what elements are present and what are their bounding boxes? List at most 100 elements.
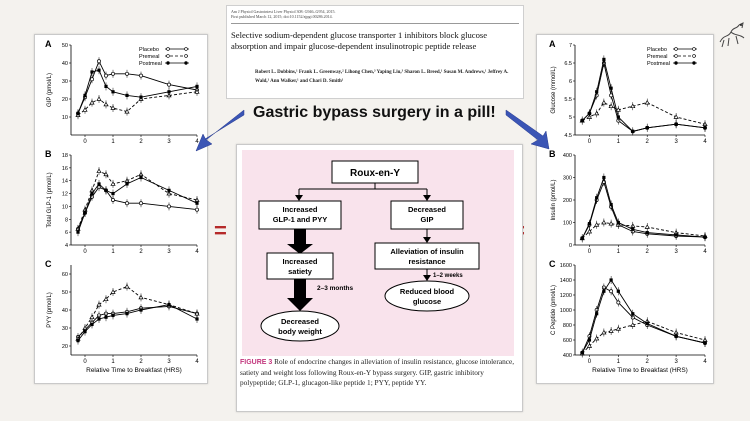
data-point-postmeal xyxy=(76,339,80,343)
data-point-postmeal xyxy=(703,126,707,130)
figure-caption: FIGURE 3 Role of endocrine changes in al… xyxy=(240,357,518,388)
legend-marker xyxy=(692,47,696,51)
data-point-premeal xyxy=(608,103,614,109)
data-point-postmeal xyxy=(645,321,649,326)
x-tick-label: 4 xyxy=(703,359,707,365)
right-arrow-icon xyxy=(505,109,550,150)
journal-line: Am J Physiol Gastrointest Liver Physiol … xyxy=(231,9,336,14)
y-tick-label: 6.5 xyxy=(564,61,572,67)
box-glp1-pyy xyxy=(258,200,342,230)
y-axis-label: GIP (pmol/L) xyxy=(47,73,53,107)
data-point-postmeal xyxy=(674,122,678,126)
data-point-premeal xyxy=(594,110,600,116)
data-point-postmeal xyxy=(602,57,606,61)
y-tick-label: 200 xyxy=(563,198,572,204)
data-point-premeal xyxy=(615,107,621,112)
data-point-postmeal xyxy=(616,289,620,293)
data-point-premeal xyxy=(124,283,130,289)
data-point-premeal xyxy=(601,99,607,105)
y-tick-label: 10 xyxy=(62,115,68,121)
y-tick-label: 30 xyxy=(62,326,68,332)
data-point-premeal xyxy=(103,296,109,302)
y-tick-label: 300 xyxy=(563,176,572,182)
figure-label: FIGURE 3 xyxy=(240,359,273,366)
data-point-premeal xyxy=(82,107,88,112)
data-point-postmeal xyxy=(167,90,171,94)
data-point-premeal xyxy=(96,168,102,173)
legend-marker xyxy=(166,47,170,51)
data-point-postmeal xyxy=(83,330,87,334)
legend-label: Placebo xyxy=(647,47,667,53)
y-tick-label: 5.5 xyxy=(564,97,572,103)
data-point-postmeal xyxy=(587,222,592,226)
legend-label: Placebo xyxy=(139,47,159,53)
series-line-premeal xyxy=(77,91,198,116)
data-point-postmeal xyxy=(602,175,606,180)
data-point-placebo xyxy=(139,73,143,78)
legend-label: Premeal xyxy=(139,54,159,60)
data-point-placebo xyxy=(111,71,115,76)
data-point-postmeal xyxy=(111,90,115,94)
y-tick-label: 8 xyxy=(65,217,68,223)
panel-letter: C xyxy=(549,259,556,269)
data-point-postmeal xyxy=(595,312,599,316)
legend-marker xyxy=(674,47,678,51)
x-axis-label: Relative Time to Breakfast (HRS) xyxy=(86,367,182,374)
data-point-premeal xyxy=(194,89,200,94)
data-point-postmeal xyxy=(111,313,115,317)
y-tick-label: 14 xyxy=(62,179,68,185)
data-point-postmeal xyxy=(587,338,592,342)
data-point-placebo xyxy=(90,77,94,82)
y-tick-label: 50 xyxy=(62,290,68,296)
data-point-postmeal xyxy=(609,202,613,207)
data-point-placebo xyxy=(609,289,614,294)
arrow-down-icon xyxy=(287,244,313,254)
x-tick-label: 0 xyxy=(588,249,592,255)
data-point-premeal xyxy=(138,294,144,300)
data-point-placebo xyxy=(139,201,143,206)
x-tick-label: 2 xyxy=(646,139,650,145)
y-tick-label: 0 xyxy=(569,243,572,249)
data-point-postmeal xyxy=(580,236,584,240)
data-point-postmeal xyxy=(167,303,171,307)
box-alleviation xyxy=(374,242,480,270)
x-tick-label: 2 xyxy=(139,249,143,255)
data-point-postmeal xyxy=(595,196,599,200)
data-point-premeal xyxy=(601,219,607,225)
data-point-postmeal xyxy=(645,231,649,235)
data-point-postmeal xyxy=(587,111,592,115)
data-point-postmeal xyxy=(83,211,87,215)
y-tick-label: 400 xyxy=(563,153,572,159)
months-label: 2–3 months xyxy=(317,285,354,292)
y-tick-label: 1600 xyxy=(560,263,572,269)
paper-header: Am J Physiol Gastrointest Liver Physiol … xyxy=(226,5,524,99)
y-tick-label: 40 xyxy=(62,308,68,314)
y-tick-label: 50 xyxy=(62,43,68,49)
y-axis-label: Total GLP-1 (pmol/L) xyxy=(47,172,53,227)
panel-letter: B xyxy=(549,149,556,159)
data-point-premeal xyxy=(630,322,636,327)
data-point-postmeal xyxy=(703,235,707,239)
data-point-postmeal xyxy=(609,278,613,282)
panel-letter: A xyxy=(549,39,556,49)
data-point-placebo xyxy=(616,300,621,305)
paper-authors: Robert L. Dobbins,¹ Frank L. Greenway,² … xyxy=(255,70,509,84)
panel-letter: B xyxy=(45,149,52,159)
box-roux-en-y-label: Roux-en-Y xyxy=(350,168,400,179)
y-tick-label: 4.5 xyxy=(564,133,572,139)
data-point-premeal xyxy=(96,96,102,101)
y-tick-label: 7 xyxy=(569,43,572,49)
data-point-postmeal xyxy=(76,111,80,115)
data-point-premeal xyxy=(644,224,650,229)
series-line-postmeal xyxy=(581,59,706,132)
legend-label: Postmeal xyxy=(647,61,670,67)
data-point-postmeal xyxy=(616,220,620,225)
data-point-postmeal xyxy=(645,126,649,130)
